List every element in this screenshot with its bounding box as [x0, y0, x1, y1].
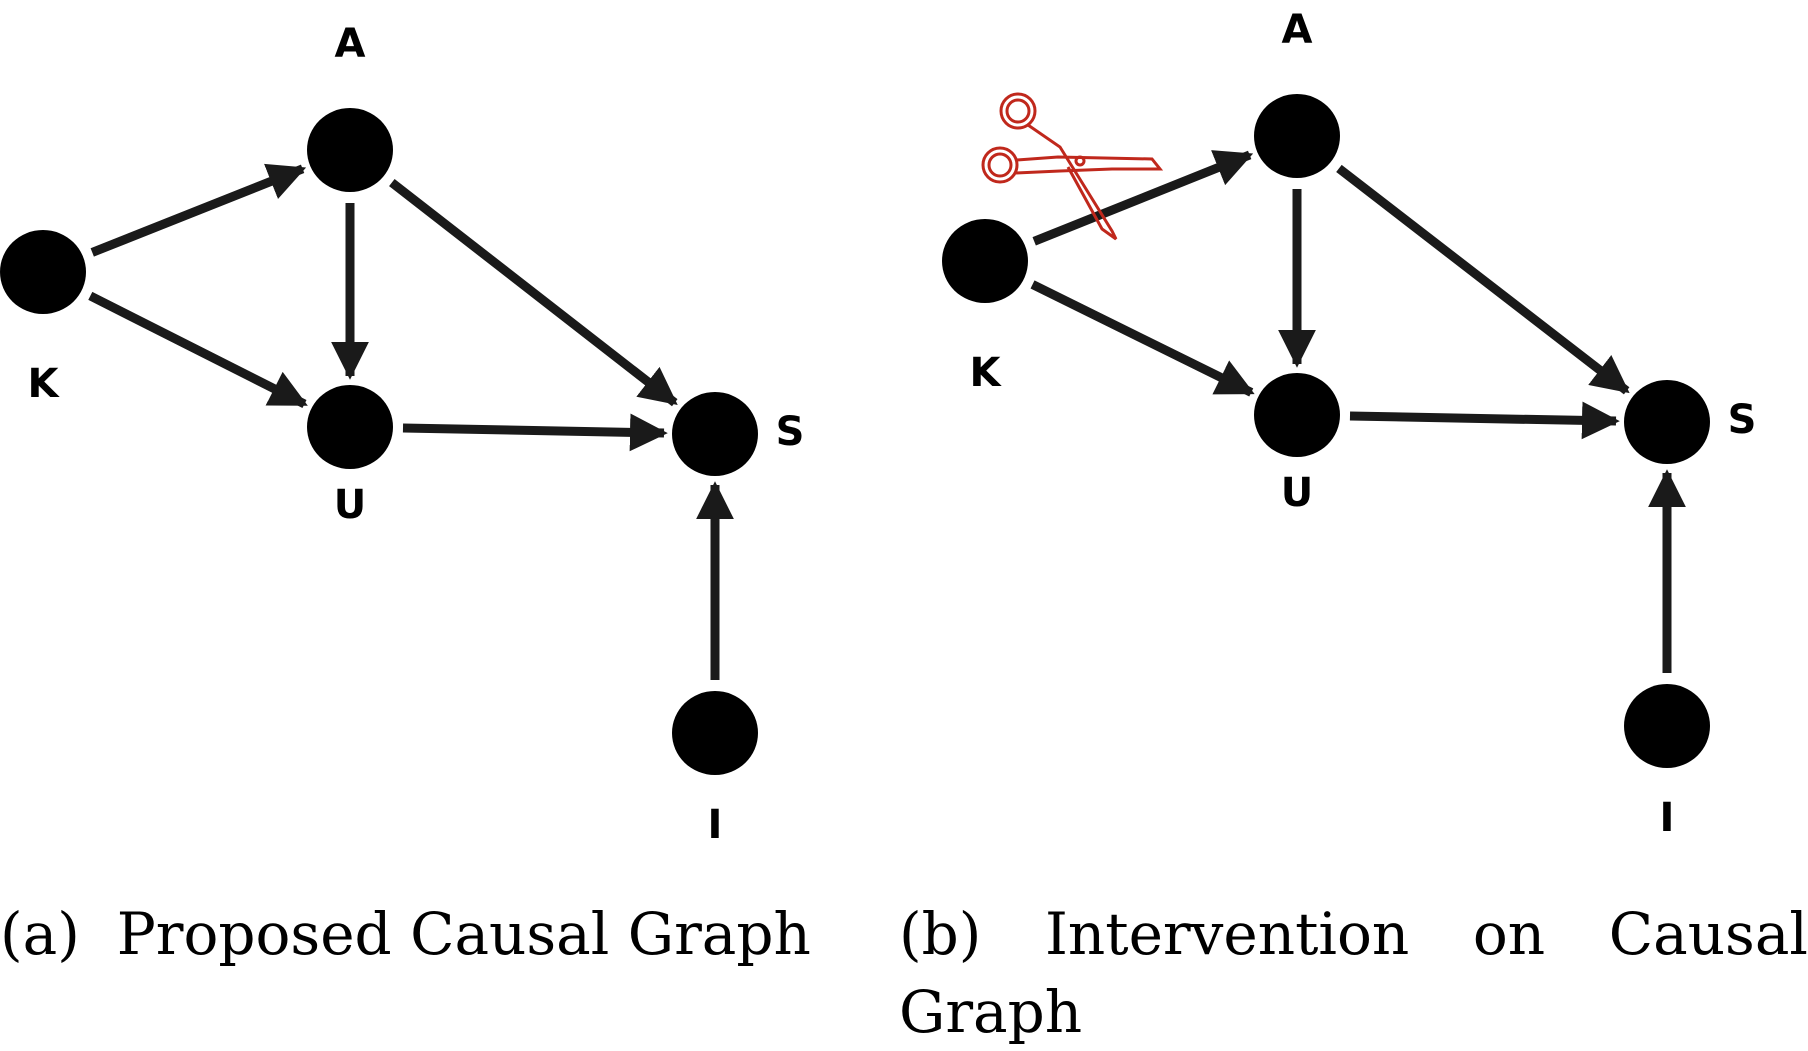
node-I — [1624, 684, 1710, 768]
caption-b-word: Causal — [1608, 900, 1808, 968]
edge-K-U — [88, 291, 308, 409]
node-U — [1254, 373, 1340, 457]
edge-U-S — [402, 413, 668, 452]
node-S — [1624, 380, 1710, 464]
node-label-A: A — [1282, 7, 1313, 53]
edge-A-S — [389, 178, 678, 407]
node-K — [942, 219, 1028, 303]
node-S — [672, 392, 758, 476]
edge-A-S — [1336, 164, 1630, 395]
edge-K-U — [1030, 280, 1255, 397]
node-I — [672, 691, 758, 775]
node-K — [0, 230, 86, 314]
node-label-U: U — [334, 482, 366, 528]
node-A — [1254, 94, 1340, 178]
node-label-S: S — [776, 409, 805, 455]
caption-b-word: Graph — [899, 978, 1083, 1046]
edge-K-A — [90, 163, 307, 257]
caption-b-tag: (b) — [899, 900, 982, 968]
node-label-A: A — [335, 21, 366, 67]
node-label-S: S — [1728, 397, 1757, 443]
node-label-K: K — [970, 350, 1003, 396]
caption-b-word: Intervention — [1045, 900, 1410, 968]
node-label-U: U — [1281, 470, 1313, 516]
scissors-icon — [981, 92, 1164, 241]
caption-a-text: Proposed Causal Graph — [116, 900, 811, 968]
node-label-I: I — [1660, 795, 1675, 841]
edge-U-S — [1349, 401, 1620, 440]
node-label-K: K — [28, 361, 61, 407]
node-U — [307, 385, 393, 469]
edge-K-A — [1032, 150, 1254, 246]
caption-a: (a) Proposed Causal Graph — [0, 895, 811, 973]
caption-a-tag: (a) — [0, 900, 80, 968]
node-label-I: I — [708, 802, 723, 848]
caption-b: (b) Intervention on Causal Graph — [899, 895, 1808, 1051]
caption-b-word: on — [1472, 900, 1546, 968]
node-A — [307, 108, 393, 192]
